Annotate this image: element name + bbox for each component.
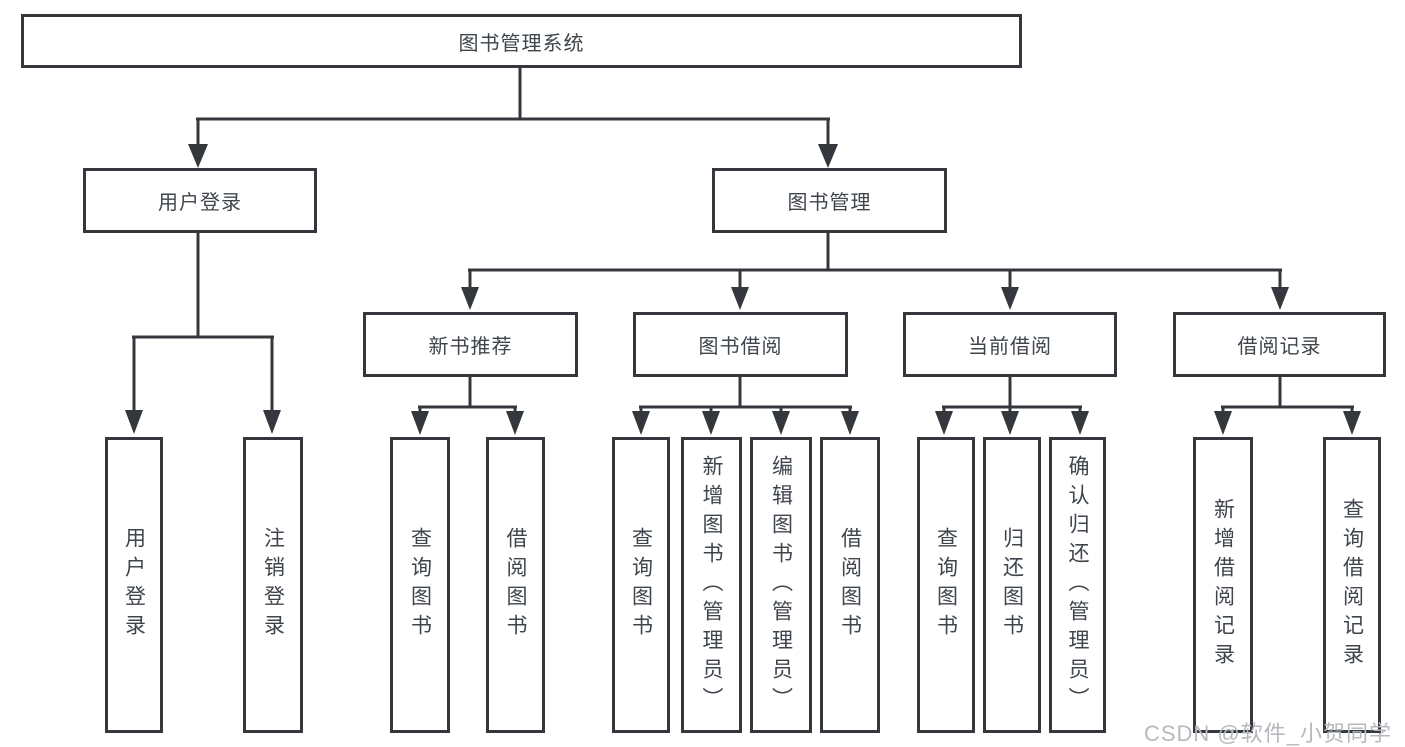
leaf-user-login-label: 用户登录 bbox=[122, 527, 146, 643]
node-new-book-recommend-label: 新书推荐 bbox=[428, 336, 513, 358]
leaf-query-books-current: 查询图书 bbox=[917, 437, 975, 733]
connector-current-borrow-to-children bbox=[935, 377, 1089, 435]
leaf-add-book-admin: 新增图书（管理员） bbox=[681, 437, 742, 733]
node-library-system: 图书管理系统 bbox=[21, 14, 1022, 68]
arrowhead bbox=[506, 411, 524, 435]
leaf-user-login: 用户登录 bbox=[105, 437, 163, 733]
node-user-login-label: 用户登录 bbox=[158, 192, 242, 214]
arrowhead bbox=[461, 287, 479, 310]
connector-borrow-record-to-children bbox=[1214, 377, 1361, 435]
leaf-return-books: 归还图书 bbox=[983, 437, 1041, 733]
leaf-query-books-newbook-label: 查询图书 bbox=[408, 527, 432, 643]
leaf-borrow-books-newbook-label: 借阅图书 bbox=[504, 527, 527, 643]
arrowhead bbox=[632, 411, 650, 435]
arrowhead bbox=[935, 411, 953, 435]
arrowhead bbox=[1001, 411, 1019, 435]
leaf-query-borrow-record: 查询借阅记录 bbox=[1323, 437, 1381, 733]
node-book-management-label: 图书管理 bbox=[787, 192, 872, 214]
node-book-management: 图书管理 bbox=[712, 168, 947, 233]
leaf-add-borrow-record-label: 新增借阅记录 bbox=[1211, 498, 1235, 672]
leaf-edit-book-admin-label: 编辑图书（管理员） bbox=[769, 454, 793, 716]
node-new-book-recommend: 新书推荐 bbox=[363, 312, 578, 377]
arrowhead bbox=[1001, 287, 1019, 310]
node-book-borrow: 图书借阅 bbox=[633, 312, 848, 377]
connector-new-book-to-children bbox=[411, 377, 524, 435]
leaf-borrow-books-newbook: 借阅图书 bbox=[486, 437, 545, 733]
csdn-watermark: CSDN @软件_小贺同学 bbox=[1143, 721, 1392, 746]
leaf-return-books-label: 归还图书 bbox=[1000, 527, 1024, 643]
arrowhead bbox=[818, 144, 838, 168]
arrowhead bbox=[1343, 411, 1361, 435]
leaf-logout: 注销登录 bbox=[243, 437, 303, 733]
leaf-query-books-borrow: 查询图书 bbox=[612, 437, 670, 733]
leaf-confirm-return-admin-label: 确认归还（管理员） bbox=[1066, 454, 1089, 716]
arrowhead bbox=[188, 144, 208, 168]
node-borrow-records: 借阅记录 bbox=[1173, 312, 1386, 377]
connector-user-login-to-children bbox=[125, 233, 281, 434]
leaf-logout-label: 注销登录 bbox=[261, 527, 285, 643]
leaf-query-books-current-label: 查询图书 bbox=[934, 527, 958, 643]
arrowhead bbox=[841, 411, 859, 435]
node-current-borrow: 当前借阅 bbox=[903, 312, 1117, 377]
arrowhead bbox=[125, 410, 143, 434]
connector-root-to-level2 bbox=[188, 68, 838, 168]
leaf-add-book-admin-label: 新增图书（管理员） bbox=[700, 454, 723, 716]
arrowhead bbox=[1071, 411, 1089, 435]
node-borrow-records-label: 借阅记录 bbox=[1237, 336, 1322, 358]
leaf-add-borrow-record: 新增借阅记录 bbox=[1193, 437, 1253, 733]
connector-book-mgmt-to-level3 bbox=[461, 233, 1289, 310]
leaf-query-books-borrow-label: 查询图书 bbox=[629, 527, 653, 643]
node-library-system-label: 图书管理系统 bbox=[458, 32, 585, 55]
node-user-login: 用户登录 bbox=[83, 168, 317, 233]
node-book-borrow-label: 图书借阅 bbox=[698, 336, 783, 358]
connector-book-borrow-to-children bbox=[632, 377, 859, 435]
node-current-borrow-label: 当前借阅 bbox=[968, 336, 1052, 358]
arrowhead bbox=[411, 411, 429, 435]
arrowhead bbox=[702, 411, 720, 435]
arrowhead bbox=[1271, 287, 1289, 310]
arrowhead bbox=[731, 287, 749, 310]
leaf-query-borrow-record-label: 查询借阅记录 bbox=[1340, 498, 1364, 672]
leaf-edit-book-admin: 编辑图书（管理员） bbox=[750, 437, 812, 733]
arrowhead bbox=[263, 410, 281, 434]
arrowhead bbox=[772, 411, 790, 435]
leaf-confirm-return-admin: 确认归还（管理员） bbox=[1049, 437, 1106, 733]
arrowhead bbox=[1214, 411, 1232, 435]
leaf-borrow-books-borrow-label: 借阅图书 bbox=[838, 527, 862, 643]
leaf-borrow-books-borrow: 借阅图书 bbox=[820, 437, 880, 733]
leaf-query-books-newbook: 查询图书 bbox=[390, 437, 450, 733]
